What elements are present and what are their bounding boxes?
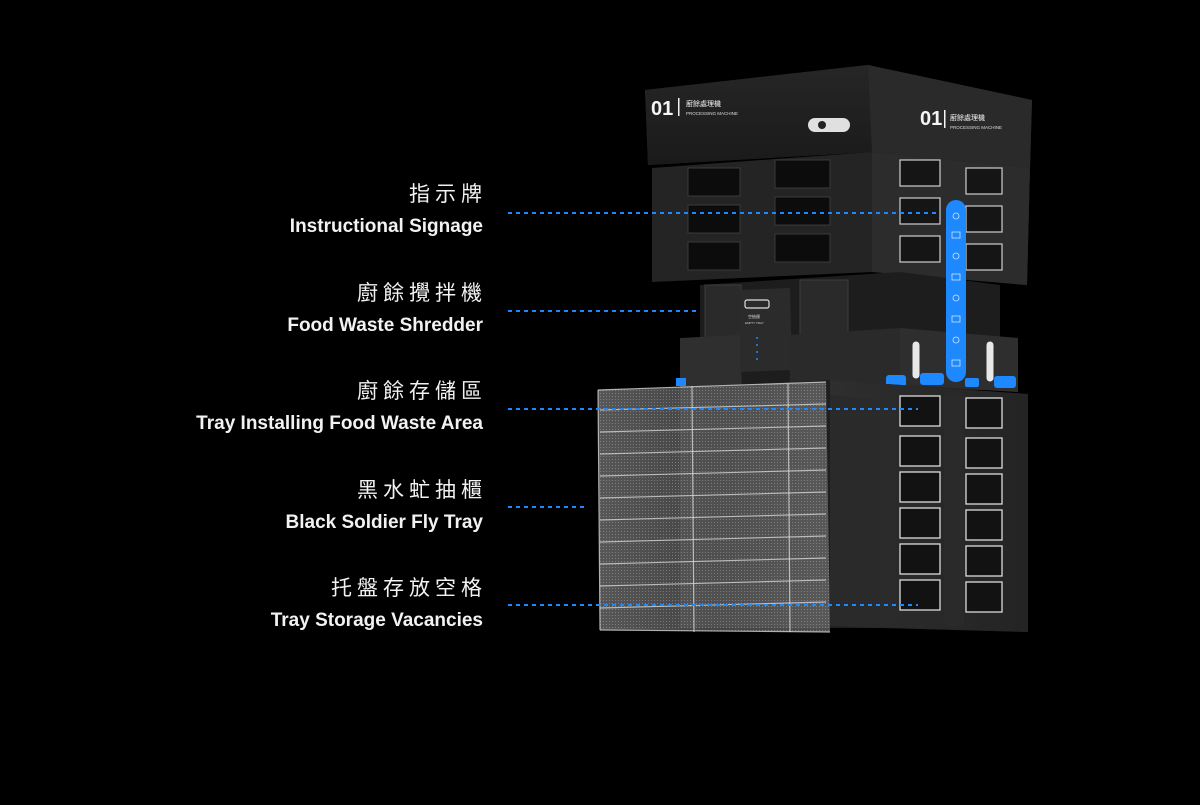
callout-label-en: Tray Installing Food Waste Area	[196, 413, 483, 434]
callout-food-waste-storage: 廚餘存儲區 Tray Installing Food Waste Area	[196, 378, 483, 436]
sign-title-en-right: PROCESSING MACHINE	[950, 125, 1002, 130]
callout-label-en: Tray Storage Vacancies	[270, 610, 483, 631]
sign-number-left: 01	[651, 98, 673, 120]
callout-tray-storage-vacancies: 托盤存放空格 Tray Storage Vacancies	[271, 575, 483, 633]
callout-label-zh: 廚餘攪拌機	[357, 281, 487, 305]
upper-module	[652, 152, 1030, 285]
shredder-panel-zh: 空抽屜	[748, 313, 760, 319]
callout-label-en: Black Soldier Fly Tray	[285, 512, 483, 533]
transparent-tray-stack	[597, 381, 831, 633]
callout-label-en: Food Waste Shredder	[287, 315, 483, 336]
callout-label-en: Instructional Signage	[289, 216, 483, 237]
instructional-signage-strip	[946, 200, 966, 382]
shredder-module: 空抽屜 EMPTY TRAY	[680, 272, 1018, 392]
callout-label-zh: 指示牌	[409, 182, 487, 206]
callout-food-waste-shredder: 廚餘攪拌機 Food Waste Shredder	[287, 280, 483, 338]
sign-number-right: 01	[920, 108, 942, 130]
sign-title-zh-right: 廚餘處理機	[950, 113, 985, 122]
callout-label-zh: 黑水虻抽櫃	[357, 478, 487, 502]
sign-title-zh-left: 廚餘處理機	[686, 99, 721, 108]
callout-label-zh: 廚餘存儲區	[357, 379, 487, 403]
callout-instructional-signage: 指示牌 Instructional Signage	[290, 181, 483, 239]
sign-title-en-left: PROCESSING MACHINE	[686, 111, 738, 116]
callout-black-soldier-fly-tray: 黑水虻抽櫃 Black Soldier Fly Tray	[286, 477, 483, 535]
shredder-panel-en: EMPTY TRAY	[745, 321, 764, 325]
signage-box: 01 廚餘處理機 PROCESSING MACHINE 01 廚餘處理機 PRO…	[645, 65, 1032, 168]
callout-label-zh: 托盤存放空格	[331, 576, 487, 600]
